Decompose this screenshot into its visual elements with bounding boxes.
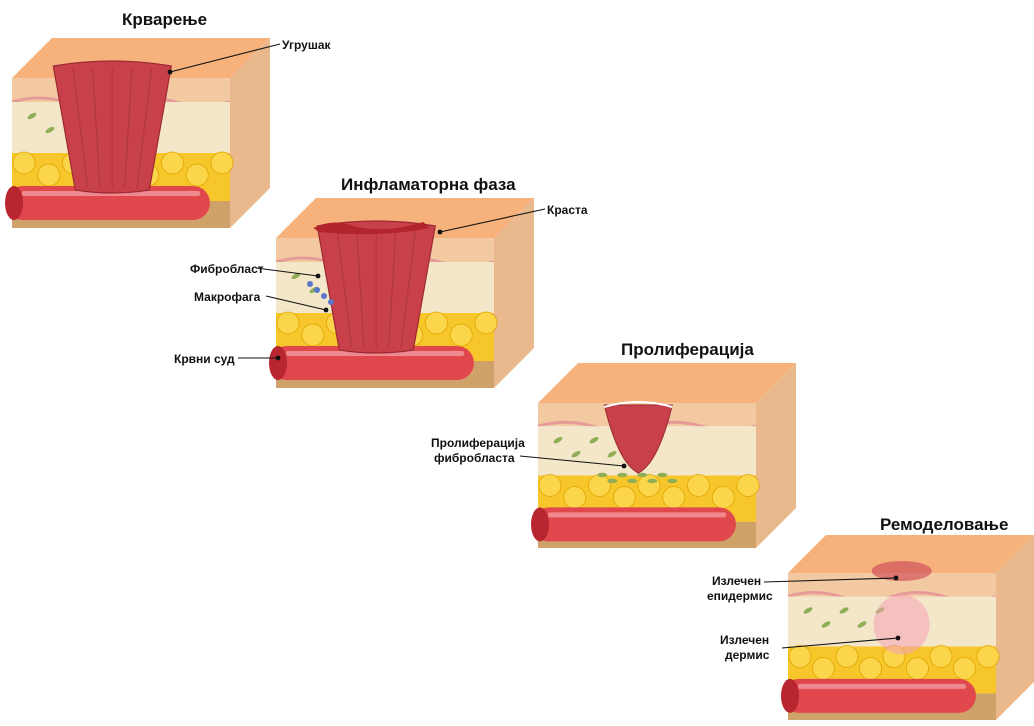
skin-block-1 xyxy=(5,38,270,228)
label-clot: Угрушак xyxy=(282,38,331,52)
macrophage-cell xyxy=(328,299,334,305)
fat-cell xyxy=(426,312,448,334)
leader-dot xyxy=(438,230,443,235)
fat-cell xyxy=(450,324,472,346)
leader-dot xyxy=(896,636,901,641)
fat-cell xyxy=(789,646,811,668)
fat-cell xyxy=(712,487,734,509)
fat-cell xyxy=(475,312,497,334)
fat-cell xyxy=(977,646,999,668)
vessel-opening xyxy=(269,346,287,380)
fibroblast-cell xyxy=(657,473,667,477)
fat-cell xyxy=(907,658,929,680)
fat-cell xyxy=(737,475,759,497)
label-healed-epidermis-line1: Излечен xyxy=(712,574,761,588)
label-scab: Краста xyxy=(547,203,588,217)
label-vessel: Крвни суд xyxy=(174,352,235,366)
fat-cell xyxy=(539,475,561,497)
fat-cell xyxy=(813,658,835,680)
fibroblast-cell xyxy=(597,473,607,477)
macrophage-cell xyxy=(321,293,327,299)
vessel-highlight xyxy=(548,512,726,517)
fat-cell xyxy=(13,152,35,174)
skin-block-3 xyxy=(531,363,796,548)
fibroblast-cell xyxy=(637,473,647,477)
fat-cell xyxy=(688,475,710,497)
fat-cell xyxy=(302,324,324,346)
leader-dot xyxy=(168,70,173,75)
skin-block-4 xyxy=(781,535,1034,720)
healed-dermis-mark xyxy=(874,595,930,655)
vessel-opening xyxy=(531,507,549,541)
leader-dot xyxy=(316,274,321,279)
epidermis-surface xyxy=(538,363,796,403)
macrophage-cell xyxy=(314,287,320,293)
macrophage-cell xyxy=(307,281,313,287)
fat-cell xyxy=(638,475,660,497)
fat-cell xyxy=(954,658,976,680)
fibroblast-cell xyxy=(607,479,617,483)
stage-1-title: Крварење xyxy=(122,10,207,30)
label-healed-epidermis-line2: епидермис xyxy=(707,589,773,603)
stage-3-title: Пролиферација xyxy=(621,340,754,360)
vessel-highlight xyxy=(798,684,966,689)
fibroblast-cell xyxy=(667,479,677,483)
vessel-opening xyxy=(5,186,23,220)
fat-cell xyxy=(186,164,208,186)
fat-cell xyxy=(38,164,60,186)
vessel-opening xyxy=(781,679,799,713)
fat-cell xyxy=(836,646,858,668)
fat-cell xyxy=(211,152,233,174)
fat-cell xyxy=(930,646,952,668)
skin-block-2 xyxy=(269,198,534,388)
leader-dot xyxy=(276,356,281,361)
leader-dot xyxy=(894,576,899,581)
label-healed-dermis-line1: Излечен xyxy=(720,633,769,647)
label-fibroblast-proliferation-line1: Пролиферација xyxy=(431,436,525,450)
label-fibroblast-proliferation-line2: фибробласта xyxy=(434,451,515,465)
fibroblast-cell xyxy=(627,479,637,483)
leader-dot xyxy=(622,464,627,469)
fat-cell xyxy=(663,487,685,509)
fibroblast-cell xyxy=(617,473,627,477)
fat-cell xyxy=(277,312,299,334)
fibroblast-cell xyxy=(647,479,657,483)
stage-4-title: Ремоделовање xyxy=(880,515,1008,535)
fat-cell xyxy=(589,475,611,497)
fat-cell xyxy=(564,487,586,509)
fat-cell xyxy=(613,487,635,509)
leader-dot xyxy=(324,308,329,313)
fat-cell xyxy=(860,658,882,680)
fat-cell xyxy=(162,152,184,174)
label-fibroblast: Фибробласт xyxy=(190,262,264,276)
label-healed-dermis-line2: дермис xyxy=(725,648,769,662)
stage-2-title: Инфламаторна фаза xyxy=(341,175,516,195)
label-macrophage: Макрофага xyxy=(194,290,260,304)
